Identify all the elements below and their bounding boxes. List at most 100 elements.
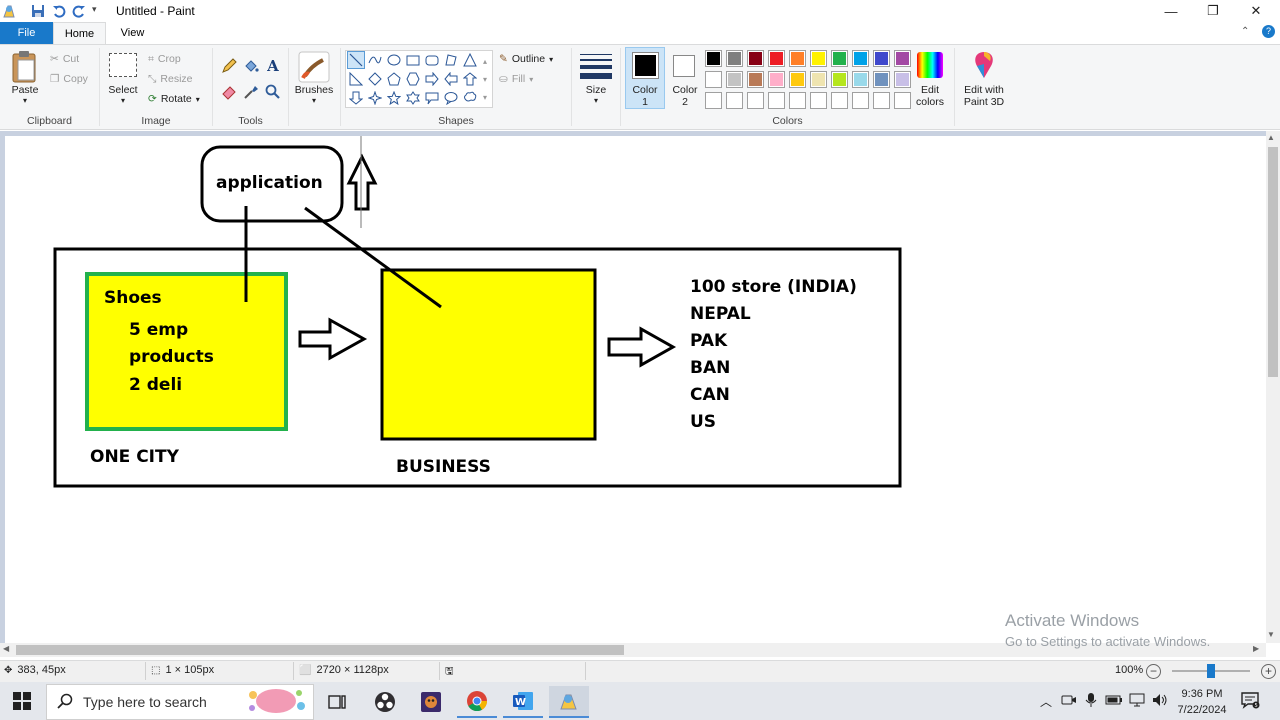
five-point-star-shape-icon[interactable] bbox=[385, 89, 403, 107]
palette-swatch[interactable] bbox=[726, 71, 743, 88]
pencil-icon[interactable] bbox=[220, 57, 238, 75]
palette-swatch[interactable] bbox=[852, 50, 869, 67]
select-label[interactable]: Select bbox=[108, 84, 138, 96]
palette-swatch[interactable] bbox=[768, 50, 785, 67]
copy-button[interactable]: ❐Copy bbox=[50, 73, 88, 85]
cloud-callout-shape-icon[interactable] bbox=[461, 89, 479, 107]
palette-swatch[interactable] bbox=[768, 92, 785, 109]
close-button[interactable]: ✕ bbox=[1250, 3, 1262, 18]
horizontal-scroll-thumb[interactable] bbox=[16, 645, 624, 655]
palette-swatch[interactable] bbox=[810, 71, 827, 88]
tab-view[interactable]: View bbox=[120, 27, 145, 39]
palette-swatch[interactable] bbox=[726, 92, 743, 109]
palette-swatch[interactable] bbox=[873, 50, 890, 67]
cut-button[interactable]: ✂Cut bbox=[50, 53, 80, 65]
palette-swatch[interactable] bbox=[789, 92, 806, 109]
right-arrow-shape-icon[interactable] bbox=[423, 70, 441, 88]
palette-swatch[interactable] bbox=[873, 71, 890, 88]
palette-swatch[interactable] bbox=[747, 92, 764, 109]
edit-colors-icon[interactable] bbox=[917, 52, 943, 78]
palette-swatch[interactable] bbox=[894, 71, 911, 88]
horizontal-scrollbar[interactable]: ◀ ▶ bbox=[0, 643, 1266, 657]
right-triangle-shape-icon[interactable] bbox=[347, 70, 365, 88]
polygon-shape-icon[interactable] bbox=[442, 51, 460, 69]
meet-now-icon[interactable] bbox=[1061, 692, 1077, 711]
collapse-ribbon-icon[interactable]: ⌃ bbox=[1241, 26, 1250, 37]
oval-shape-icon[interactable] bbox=[385, 51, 403, 69]
eraser-icon[interactable] bbox=[220, 83, 238, 101]
palette-swatch[interactable] bbox=[831, 71, 848, 88]
palette-swatch[interactable] bbox=[831, 50, 848, 67]
paint3d-icon[interactable] bbox=[971, 50, 997, 80]
taskbar-search-box[interactable]: Type here to search bbox=[46, 684, 314, 720]
palette-swatch[interactable] bbox=[873, 92, 890, 109]
left-arrow-shape-icon[interactable] bbox=[442, 70, 460, 88]
paint-app-taskbar-icon[interactable] bbox=[549, 686, 589, 718]
size-icon[interactable] bbox=[580, 52, 612, 80]
palette-swatch[interactable] bbox=[705, 50, 722, 67]
tab-file[interactable]: File bbox=[0, 22, 53, 44]
paste-label[interactable]: Paste bbox=[11, 84, 39, 96]
palette-swatch[interactable] bbox=[726, 50, 743, 67]
scroll-up-icon[interactable]: ▲ bbox=[1267, 133, 1275, 142]
redo-icon[interactable] bbox=[72, 4, 86, 21]
palette-swatch[interactable] bbox=[768, 71, 785, 88]
palette-swatch[interactable] bbox=[810, 50, 827, 67]
brushes-icon[interactable] bbox=[297, 50, 331, 84]
down-arrow-shape-icon[interactable] bbox=[347, 89, 365, 107]
fill-button[interactable]: ⛀Fill▾ bbox=[499, 73, 534, 85]
rotate-button[interactable]: ⟳Rotate▾ bbox=[148, 93, 200, 105]
palette-swatch[interactable] bbox=[894, 50, 911, 67]
vertical-scroll-thumb[interactable] bbox=[1268, 147, 1278, 377]
rect-callout-shape-icon[interactable] bbox=[423, 89, 441, 107]
volume-icon[interactable] bbox=[1151, 692, 1169, 711]
zoom-in-button[interactable]: + bbox=[1261, 664, 1276, 679]
maximize-button[interactable]: ❐ bbox=[1207, 3, 1219, 18]
vertical-scrollbar[interactable]: ▲ ▼ bbox=[1266, 131, 1280, 643]
paste-dropdown-icon[interactable]: ▾ bbox=[22, 96, 27, 105]
outline-button[interactable]: ✎Outline▾ bbox=[499, 53, 554, 65]
task-view-icon[interactable] bbox=[317, 686, 357, 718]
microphone-icon[interactable] bbox=[1083, 692, 1099, 711]
scroll-left-icon[interactable]: ◀ bbox=[3, 644, 10, 653]
color-picker-icon[interactable] bbox=[242, 83, 260, 101]
fill-bucket-icon[interactable] bbox=[242, 57, 260, 75]
four-point-star-shape-icon[interactable] bbox=[366, 89, 384, 107]
zoom-slider-thumb[interactable] bbox=[1207, 664, 1215, 678]
curve-shape-icon[interactable] bbox=[366, 51, 384, 69]
palette-swatch[interactable] bbox=[831, 92, 848, 109]
hexagon-shape-icon[interactable] bbox=[404, 70, 422, 88]
help-icon[interactable]: ? bbox=[1262, 25, 1275, 38]
palette-swatch[interactable] bbox=[747, 71, 764, 88]
chrome-app-icon[interactable] bbox=[457, 686, 497, 718]
rectangle-shape-icon[interactable] bbox=[404, 51, 422, 69]
size-dropdown-icon[interactable]: ▾ bbox=[593, 96, 598, 105]
palette-swatch[interactable] bbox=[852, 92, 869, 109]
palette-swatch[interactable] bbox=[789, 71, 806, 88]
brushes-label[interactable]: Brushes bbox=[294, 84, 334, 96]
select-dropdown-icon[interactable]: ▾ bbox=[120, 96, 125, 105]
palette-swatch[interactable] bbox=[810, 92, 827, 109]
shapes-scroll-icon[interactable]: ▴▾▾ bbox=[483, 57, 488, 102]
palette-swatch[interactable] bbox=[747, 50, 764, 67]
six-point-star-shape-icon[interactable] bbox=[404, 89, 422, 107]
palette-swatch[interactable] bbox=[894, 92, 911, 109]
up-arrow-shape-icon[interactable] bbox=[461, 70, 479, 88]
undo-icon[interactable] bbox=[52, 4, 66, 21]
save-icon[interactable] bbox=[31, 4, 45, 21]
windows-start-icon[interactable] bbox=[13, 692, 31, 713]
scroll-down-icon[interactable]: ▼ bbox=[1267, 630, 1275, 639]
network-icon[interactable] bbox=[1128, 692, 1146, 711]
zoom-out-button[interactable]: − bbox=[1146, 664, 1161, 679]
brushes-dropdown-icon[interactable]: ▾ bbox=[311, 96, 316, 105]
resize-button[interactable]: ⤡Resize bbox=[148, 72, 193, 86]
pentagon-shape-icon[interactable] bbox=[385, 70, 403, 88]
triangle-shape-icon[interactable] bbox=[461, 51, 479, 69]
notifications-icon[interactable]: 5 bbox=[1240, 691, 1260, 712]
crop-button[interactable]: ⌗Crop bbox=[148, 52, 181, 66]
text-tool-icon[interactable]: A bbox=[267, 57, 279, 75]
palette-swatch[interactable] bbox=[789, 50, 806, 67]
